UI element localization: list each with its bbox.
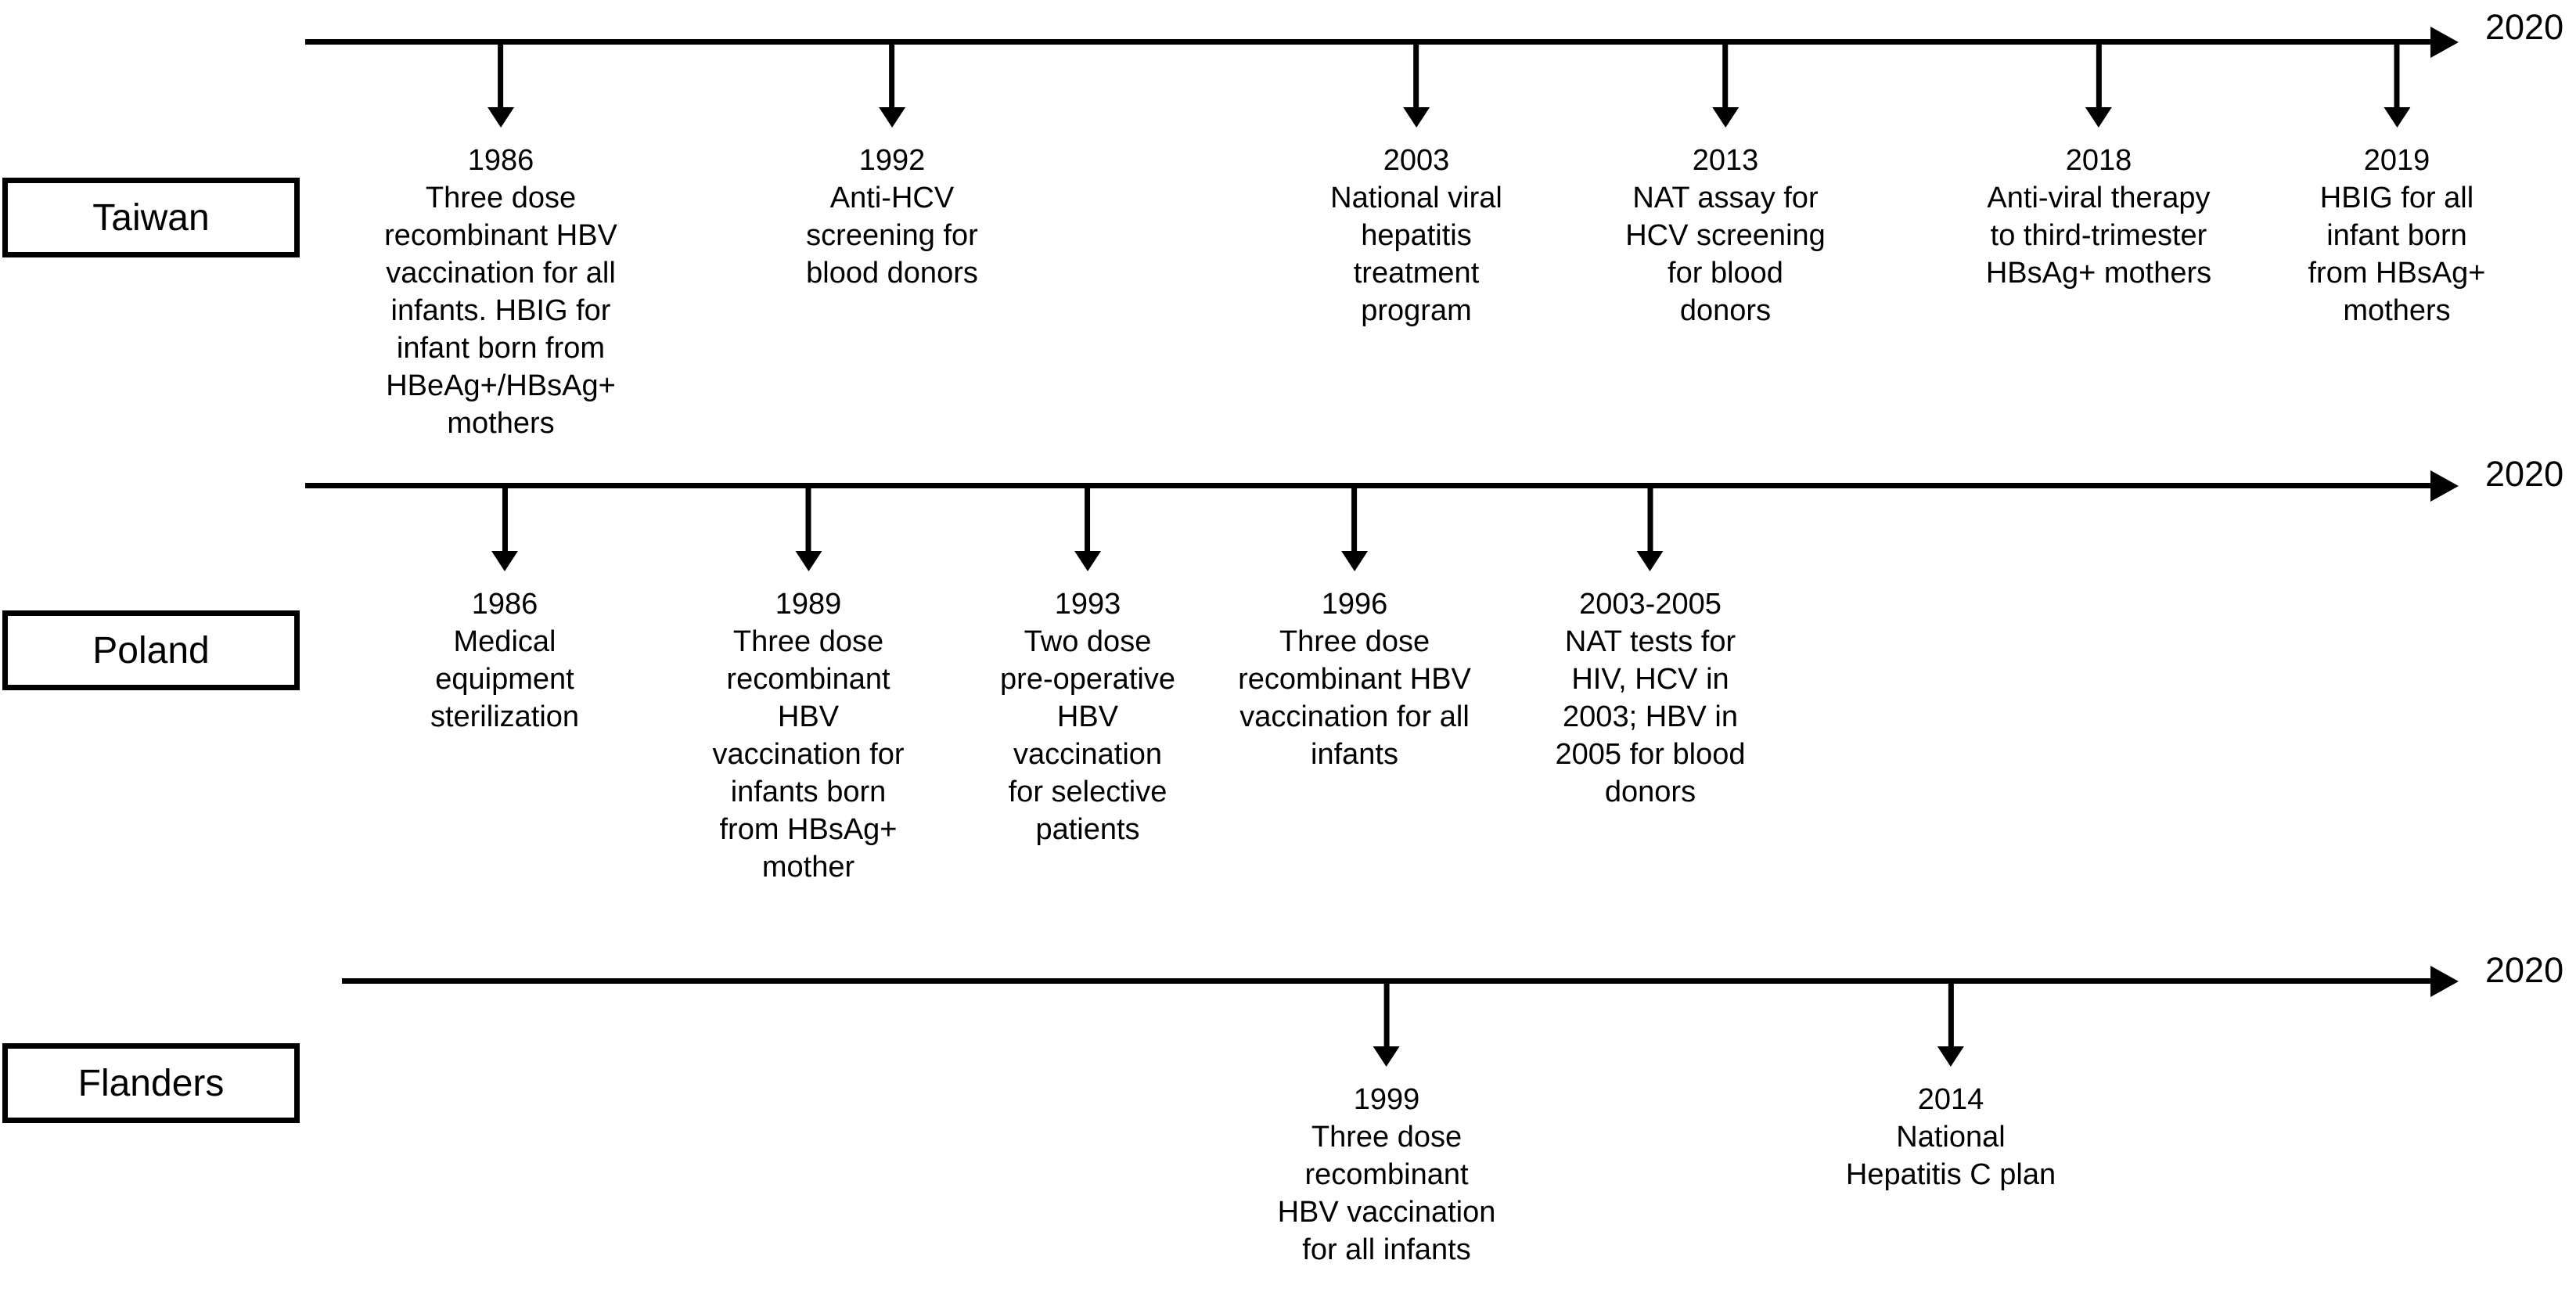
arrow-down-icon — [1074, 551, 1101, 571]
event-text: 2003 National viral hepatitis treatment … — [1330, 142, 1502, 329]
event-description: Medical equipment sterilization — [430, 625, 580, 733]
event-description: HBIG for all infant born from HBsAg+ mot… — [2308, 182, 2486, 327]
timeline-event-taiwan-2019: 2019 HBIG for all infant born from HBsAg… — [2308, 41, 2486, 329]
event-description: Anti-HCV screening for blood donors — [806, 182, 978, 290]
timeline-event-taiwan-2003: 2003 National viral hepatitis treatment … — [1330, 41, 1502, 329]
event-arrow-stem — [1413, 41, 1419, 107]
taiwan-axis-end-year: 2020 — [2485, 7, 2564, 47]
arrow-down-icon — [1373, 1046, 1400, 1067]
event-description: National viral hepatitis treatment progr… — [1330, 182, 1502, 327]
arrow-down-icon — [1712, 107, 1739, 128]
event-arrow-stem — [498, 41, 504, 107]
event-description: National Hepatitis C plan — [1845, 1121, 2056, 1191]
poland-timeline-axis — [305, 483, 2434, 488]
event-text: 1989 Three dose recombinant HBV vaccinat… — [712, 585, 904, 886]
arrow-down-icon — [1636, 551, 1664, 571]
region-box-flanders: Flanders — [2, 1043, 300, 1123]
arrow-down-icon — [1341, 551, 1368, 571]
event-arrow-stem — [1647, 485, 1653, 551]
event-text: 2014 National Hepatitis C plan — [1846, 1081, 2056, 1193]
timeline-event-poland-1986: 1986 Medical equipment sterilization — [430, 485, 579, 736]
event-description: Three dose recombinant HBV vaccination f… — [712, 625, 905, 884]
arrow-down-icon — [1937, 1046, 1964, 1067]
event-arrow-stem — [1948, 981, 1954, 1046]
poland-axis-end-year: 2020 — [2485, 454, 2564, 494]
event-year: 1992 — [858, 144, 926, 177]
region-label-poland: Poland — [92, 629, 210, 671]
flanders-axis-end-year: 2020 — [2485, 950, 2564, 990]
timeline-event-poland-2003-2005: 2003-2005 NAT tests for HIV, HCV in 2003… — [1556, 485, 1746, 811]
event-text: 1992 Anti-HCV screening for blood donors — [806, 142, 978, 292]
timeline-event-taiwan-1992: 1992 Anti-HCV screening for blood donors — [806, 41, 978, 292]
region-box-poland: Poland — [2, 610, 300, 690]
event-arrow-stem — [805, 485, 811, 551]
event-year: 2003-2005 — [1579, 588, 1722, 621]
event-arrow-stem — [1351, 485, 1358, 551]
event-text: 2003-2005 NAT tests for HIV, HCV in 2003… — [1556, 585, 1746, 811]
event-description: Three dose recombinant HBV vaccination f… — [1277, 1121, 1496, 1266]
timeline-event-poland-1996: 1996 Three dose recombinant HBV vaccinat… — [1238, 485, 1471, 773]
event-arrow-stem — [1383, 981, 1390, 1046]
event-year: 2013 — [1692, 144, 1759, 177]
event-year: 1986 — [471, 588, 538, 621]
taiwan-timeline-axis — [305, 39, 2434, 45]
event-description: Two dose pre-operative HBV vaccination f… — [1000, 625, 1175, 846]
event-year: 1993 — [1054, 588, 1121, 621]
timeline-event-taiwan-2018: 2018 Anti-viral therapy to third-trimest… — [1986, 41, 2211, 292]
taiwan-axis-arrow-right-icon — [2430, 27, 2459, 58]
timeline-event-poland-1993: 1993 Two dose pre-operative HBV vaccinat… — [1000, 485, 1175, 848]
flanders-axis-arrow-right-icon — [2430, 966, 2459, 997]
event-year: 2014 — [1917, 1083, 1984, 1116]
event-text: 2018 Anti-viral therapy to third-trimest… — [1986, 142, 2211, 292]
event-description: NAT tests for HIV, HCV in 2003; HBV in 2… — [1555, 625, 1746, 808]
event-description: Three dose recombinant HBV vaccination f… — [1238, 625, 1471, 771]
event-year: 2018 — [2065, 144, 2132, 177]
event-arrow-stem — [889, 41, 895, 107]
event-text: 2013 NAT assay for HCV screening for blo… — [1625, 142, 1826, 329]
region-label-taiwan: Taiwan — [92, 196, 210, 239]
event-text: 1999 Three dose recombinant HBV vaccinat… — [1278, 1081, 1496, 1269]
arrow-down-icon — [878, 107, 905, 128]
event-text: 1993 Two dose pre-operative HBV vaccinat… — [1000, 585, 1175, 848]
arrow-down-icon — [2085, 107, 2112, 128]
event-year: 1999 — [1353, 1083, 1420, 1116]
event-text: 1986 Medical equipment sterilization — [430, 585, 579, 736]
arrow-down-icon — [1403, 107, 1430, 128]
event-text: 1986 Three dose recombinant HBV vaccinat… — [384, 142, 617, 442]
event-arrow-stem — [2096, 41, 2102, 107]
event-description: Anti-viral therapy to third-trimester HB… — [1985, 182, 2212, 290]
arrow-down-icon — [491, 551, 518, 571]
event-arrow-stem — [1722, 41, 1729, 107]
timeline-event-poland-1989: 1989 Three dose recombinant HBV vaccinat… — [712, 485, 905, 886]
timeline-event-flanders-2014: 2014 National Hepatitis C plan — [1846, 981, 2056, 1193]
arrow-down-icon — [794, 551, 822, 571]
event-description: NAT assay for HCV screening for blood do… — [1625, 182, 1826, 327]
arrow-down-icon — [2384, 107, 2410, 128]
poland-axis-arrow-right-icon — [2430, 470, 2459, 502]
event-description: Three dose recombinant HBV vaccination f… — [384, 182, 617, 440]
event-text: 1996 Three dose recombinant HBV vaccinat… — [1238, 585, 1471, 773]
event-text: 2019 HBIG for all infant born from HBsAg… — [2308, 142, 2485, 329]
event-arrow-stem — [1085, 485, 1091, 551]
timeline-event-taiwan-1986: 1986 Three dose recombinant HBV vaccinat… — [384, 41, 617, 442]
arrow-down-icon — [487, 107, 514, 128]
event-arrow-stem — [2394, 41, 2400, 107]
event-year: 1986 — [467, 144, 534, 177]
event-year: 1989 — [775, 588, 842, 621]
event-year: 2003 — [1383, 144, 1450, 177]
region-label-flanders: Flanders — [77, 1062, 225, 1104]
region-box-taiwan: Taiwan — [2, 178, 300, 257]
timeline-event-taiwan-2013: 2013 NAT assay for HCV screening for blo… — [1625, 41, 1826, 329]
timeline-event-flanders-1999: 1999 Three dose recombinant HBV vaccinat… — [1278, 981, 1496, 1269]
event-year: 1996 — [1321, 588, 1388, 621]
event-year: 2019 — [2363, 144, 2430, 177]
event-arrow-stem — [502, 485, 508, 551]
